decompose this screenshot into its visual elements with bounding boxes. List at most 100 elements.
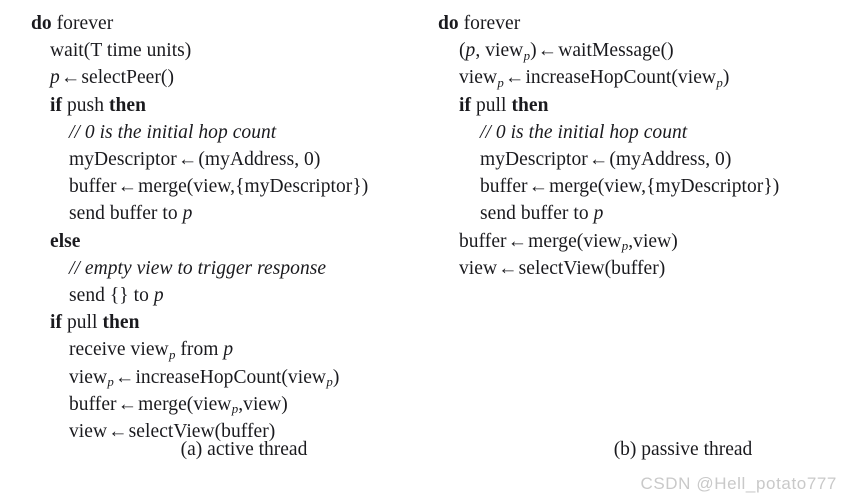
panel-passive-thread: do forever(p, viewp)←waitMessage()viewp←…	[426, 10, 852, 282]
code-line: if pull then	[438, 92, 852, 119]
code-line: do forever	[438, 10, 852, 37]
subscript-p: p	[326, 375, 333, 390]
text-token: )	[332, 366, 340, 388]
variable-token: p	[153, 285, 164, 307]
code-line: // 0 is the initial hop count	[438, 119, 852, 146]
code-line: send {} to p	[31, 282, 426, 309]
code-line: buffer←merge(viewp,view)	[438, 228, 852, 255]
text-token: selectView(buffer)	[128, 421, 276, 443]
code-line: buffer←merge(viewp,view)	[31, 391, 426, 418]
text-token: (myAddress, 0)	[609, 149, 732, 171]
assignment-arrow-icon: ←	[117, 176, 138, 198]
csdn-watermark: CSDN @Hell_potato777	[640, 474, 837, 493]
code-line: receive viewp from p	[31, 336, 426, 363]
code-line: // empty view to trigger response	[31, 255, 426, 282]
code-line: viewp←increaseHopCount(viewp)	[31, 364, 426, 391]
code-line: myDescriptor←(myAddress, 0)	[31, 146, 426, 173]
assignment-arrow-icon: ←	[108, 421, 128, 443]
code-line: buffer←merge(view,{myDescriptor})	[438, 173, 852, 200]
text-token: myDescriptor	[480, 149, 588, 171]
variable-token: p	[182, 203, 193, 225]
caption-active-thread: (a) active thread	[180, 439, 308, 460]
code-line: myDescriptor←(myAddress, 0)	[438, 146, 852, 173]
text-token: merge(view,{myDescriptor})	[549, 176, 780, 198]
caption-passive-thread: (b) passive thread	[613, 439, 753, 460]
code-line: p←selectPeer()	[31, 64, 426, 91]
text-token: forever	[56, 13, 114, 34]
text-token: buffer	[480, 176, 528, 198]
text-token: myDescriptor	[69, 149, 177, 171]
code-line: // 0 is the initial hop count	[31, 119, 426, 146]
code-line: buffer←merge(view,{myDescriptor})	[31, 173, 426, 200]
text-token: merge(view,{myDescriptor})	[138, 176, 369, 198]
keyword-token: if	[459, 94, 472, 116]
variable-token: p	[223, 339, 234, 361]
assignment-arrow-icon: ←	[114, 366, 135, 388]
subscript-p: p	[231, 402, 239, 417]
text-token: merge(view	[528, 230, 622, 252]
subscript-p: p	[716, 76, 723, 90]
code-line: viewp←increaseHopCount(viewp)	[438, 64, 852, 91]
text-token: push	[66, 94, 104, 116]
text-token: increaseHopCount(view	[135, 366, 327, 388]
keyword-token: then	[102, 312, 140, 334]
keyword-token: do	[438, 13, 459, 34]
text-token: send buffer to	[69, 203, 183, 225]
code-line: send buffer to p	[438, 200, 852, 227]
text-token: pull	[66, 312, 98, 334]
text-token: receive view	[69, 339, 169, 361]
assignment-arrow-icon: ←	[117, 393, 138, 415]
text-token: selectPeer()	[81, 67, 174, 89]
text-token: ,view)	[238, 393, 288, 415]
subscript-p: p	[168, 348, 176, 363]
text-token: forever	[463, 13, 521, 34]
text-token: view	[69, 421, 108, 443]
keyword-token: then	[108, 94, 146, 116]
variable-token: p	[465, 40, 476, 62]
comment-token: // 0 is the initial hop count	[69, 121, 277, 143]
text-token: buffer	[69, 176, 117, 198]
text-token: send {} to	[69, 285, 154, 307]
code-line: view←selectView(buffer)	[438, 255, 852, 282]
text-token: )	[530, 40, 537, 62]
figure-captions: (a) active thread (b) passive thread	[0, 437, 853, 463]
comment-token: // 0 is the initial hop count	[480, 121, 688, 143]
keyword-token: else	[50, 230, 81, 252]
assignment-arrow-icon: ←	[537, 40, 558, 62]
comment-token: // empty view to trigger response	[69, 257, 327, 279]
variable-token: p	[50, 67, 60, 89]
assignment-arrow-icon: ←	[177, 149, 198, 171]
keyword-token: then	[511, 94, 549, 116]
code-block-passive: do forever(p, viewp)←waitMessage()viewp←…	[438, 10, 852, 282]
assignment-arrow-icon: ←	[498, 257, 518, 279]
code-line: do forever	[31, 10, 426, 37]
text-token: pull	[475, 94, 507, 116]
assignment-arrow-icon: ←	[504, 67, 525, 89]
text-token: )	[722, 67, 730, 89]
text-token: wait(T time units)	[50, 40, 192, 62]
text-token: view	[69, 366, 108, 388]
text-token: merge(view	[138, 393, 232, 415]
code-line: (p, viewp)←waitMessage()	[438, 37, 852, 64]
text-token: increaseHopCount(view	[525, 67, 717, 89]
code-line: wait(T time units)	[31, 37, 426, 64]
text-token: send buffer to	[480, 203, 594, 225]
keyword-token: do	[31, 13, 52, 34]
text-token: selectView(buffer)	[518, 257, 666, 279]
code-line: if pull then	[31, 309, 426, 336]
variable-token: p	[593, 203, 604, 225]
assignment-arrow-icon: ←	[588, 149, 609, 171]
text-token: buffer	[69, 393, 117, 415]
text-token: view	[459, 257, 498, 279]
keyword-token: if	[50, 94, 63, 116]
text-token: waitMessage()	[558, 40, 674, 62]
code-line: send buffer to p	[31, 200, 426, 227]
code-line: else	[31, 228, 426, 255]
text-token: from	[175, 339, 224, 361]
text-token: , view	[475, 40, 524, 62]
text-token: buffer	[459, 230, 507, 252]
